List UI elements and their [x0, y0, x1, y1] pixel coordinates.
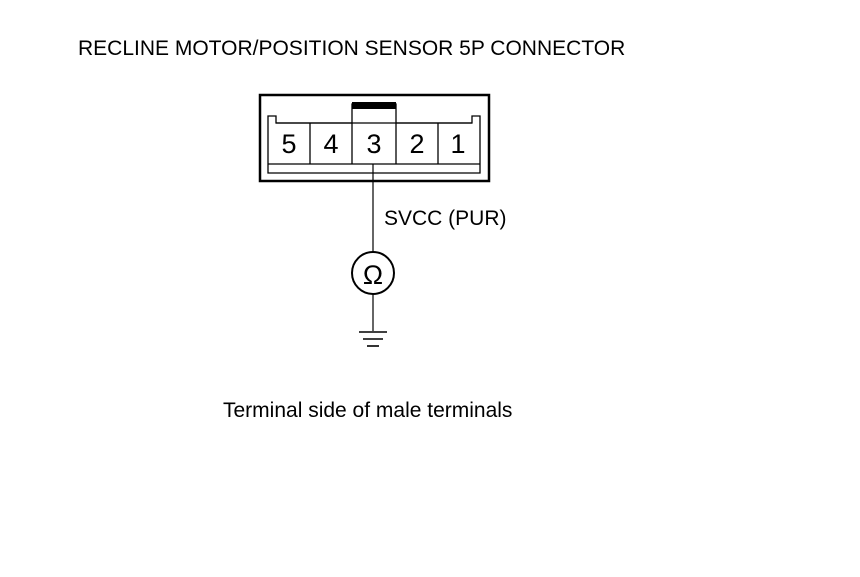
connector-housing: [258, 93, 491, 183]
ground-icon: [359, 331, 387, 347]
wire-label: SVCC (PUR): [384, 207, 507, 230]
caption: Terminal side of male terminals: [223, 399, 513, 422]
terminal-number: 5: [281, 129, 296, 159]
terminal-number: 4: [323, 129, 338, 159]
ohm-icon: Ω: [363, 260, 383, 290]
locking-tab: [352, 102, 396, 109]
terminal-number: 3: [366, 129, 381, 159]
terminal-number: 1: [450, 129, 465, 159]
diagram-title: RECLINE MOTOR/POSITION SENSOR 5P CONNECT…: [78, 37, 626, 60]
terminal-number: 2: [409, 129, 424, 159]
